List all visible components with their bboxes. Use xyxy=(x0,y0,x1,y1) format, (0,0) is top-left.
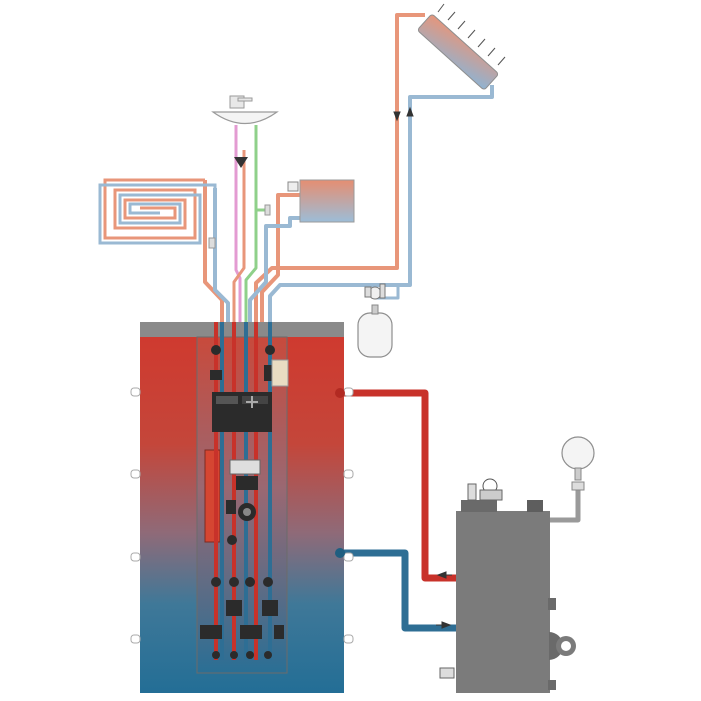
boiler-safety-group-icon xyxy=(467,478,503,501)
controller-icon xyxy=(212,392,272,432)
solar-supply-pipe xyxy=(254,13,425,322)
wash-basin-icon xyxy=(211,95,279,124)
hot-water-pipe xyxy=(234,125,242,322)
lower-circuits xyxy=(200,577,284,659)
expansion-vessel-icon xyxy=(357,304,393,358)
boiler-flow-pipe xyxy=(340,389,458,582)
drain-valve-icon xyxy=(439,667,455,679)
solar-return-pipe xyxy=(268,85,494,322)
tank-lugs xyxy=(130,387,354,644)
pipe-clip-2-icon xyxy=(264,204,271,216)
radiator-supply-pipe xyxy=(260,193,300,322)
boiler-expansion-line xyxy=(548,485,581,523)
arrow-solar-down-icon xyxy=(393,111,401,122)
boiler-return-pipe xyxy=(340,549,458,632)
pump-group xyxy=(226,459,261,545)
flow-arrows xyxy=(393,106,452,629)
radiator-icon xyxy=(287,179,355,223)
tank-port-lower xyxy=(335,548,345,558)
tank-port-upper xyxy=(335,388,345,398)
hot-water-pipe-2 xyxy=(232,150,246,322)
cold-water-pipe xyxy=(244,125,258,322)
floor-heating-coil-icon xyxy=(98,178,217,245)
sun-rays xyxy=(437,3,506,66)
arrow-solar-up-icon xyxy=(406,106,414,117)
pipe-clip-icon xyxy=(208,237,216,249)
boiler-icon xyxy=(456,500,576,693)
hydraulic-station xyxy=(196,322,289,674)
safety-group-icon xyxy=(364,283,386,300)
tank-lid xyxy=(140,322,344,337)
radiator-return-pipe xyxy=(248,216,300,322)
boiler-expansion-vessel-icon xyxy=(561,436,595,491)
check-valve-icon xyxy=(234,157,248,168)
solar-collector-icon xyxy=(417,14,499,90)
